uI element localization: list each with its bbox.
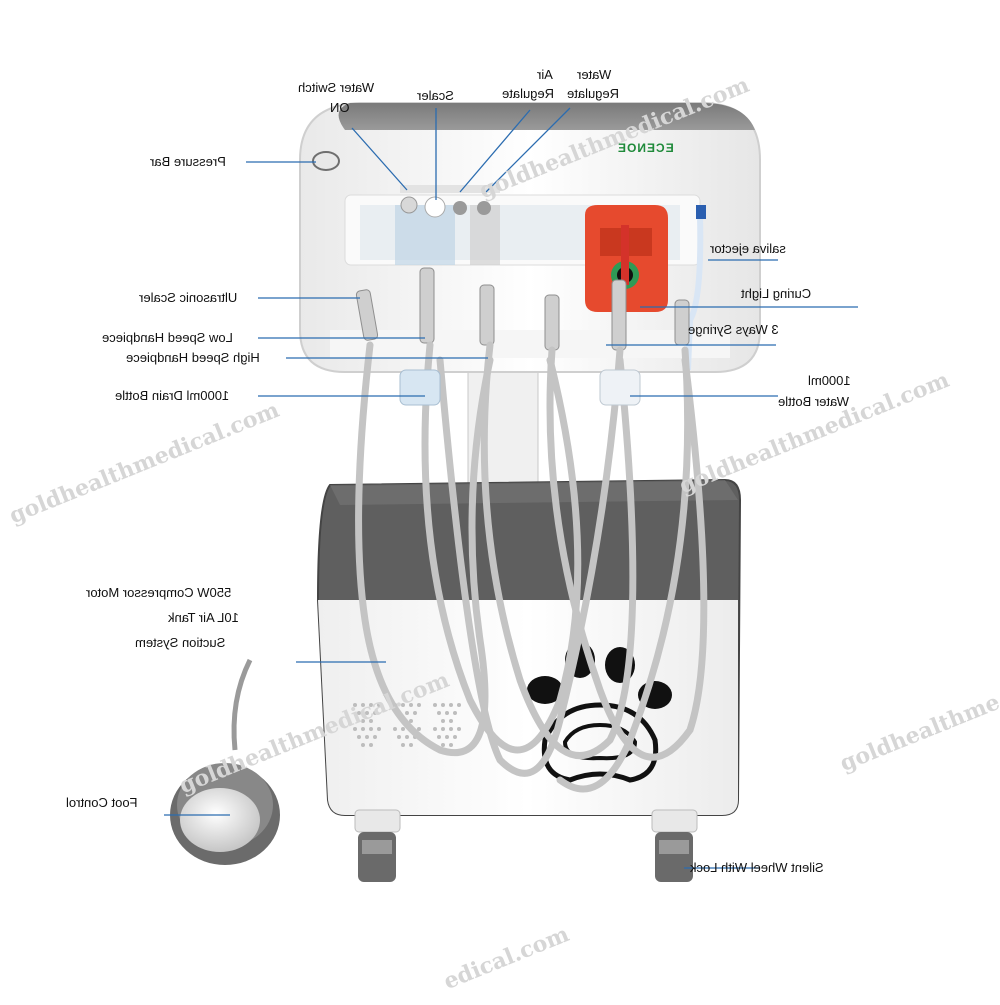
label-curing-light: Curing Light [741, 286, 812, 301]
label-water-bottle-1: 1000ml [808, 373, 851, 388]
label-suction-system: Suction System [135, 635, 226, 650]
label-low-speed: Low Speed Handpiece [102, 330, 233, 345]
wheel-left [354, 809, 401, 882]
handpieces [355, 267, 690, 351]
leader-air-regulate [459, 109, 531, 193]
leader-lines [164, 107, 858, 869]
label-water-reg-1: Water [577, 67, 612, 82]
leader-water-switch [351, 127, 408, 191]
label-water-bottle-2: Water Bottle [778, 394, 850, 409]
label-saliva-ejector: saliva ejector [710, 241, 786, 256]
leader-water-regulate [485, 107, 571, 193]
hoses [355, 341, 708, 793]
label-air-1: Air [537, 67, 553, 82]
label-three-ways-syringe: 3 Ways Syringe [688, 322, 779, 337]
compressor-cabinet [316, 478, 742, 816]
label-compressor: 550W Compressor Motor [86, 585, 232, 600]
label-water-reg-2: Regulate [567, 86, 620, 101]
label-pressure-bar: Pressure Bar [150, 154, 226, 169]
label-high-speed: High Speed Handpiece [126, 350, 260, 365]
label-water-switch-on: ON [330, 100, 350, 115]
pressure-gauge [312, 151, 340, 171]
wheel-right [651, 809, 698, 882]
label-ultrasonic-scaler: Ultrasonic Scaler [139, 290, 238, 305]
label-air-2: Regulate [502, 86, 555, 101]
label-scaler: Scaler [417, 88, 454, 103]
label-drain-bottle: 1000ml Drain Bottle [115, 388, 230, 403]
water-bottle [599, 369, 641, 406]
label-foot-control: Foot Control [66, 795, 138, 810]
drain-bottle [399, 369, 441, 406]
label-silent-wheel: Silent Wheel With Lock [690, 860, 824, 875]
label-water-switch: Water Switch [298, 80, 375, 95]
label-air-tank: 10L Air Tank [168, 610, 239, 625]
saliva-ejector-tube [685, 214, 704, 371]
